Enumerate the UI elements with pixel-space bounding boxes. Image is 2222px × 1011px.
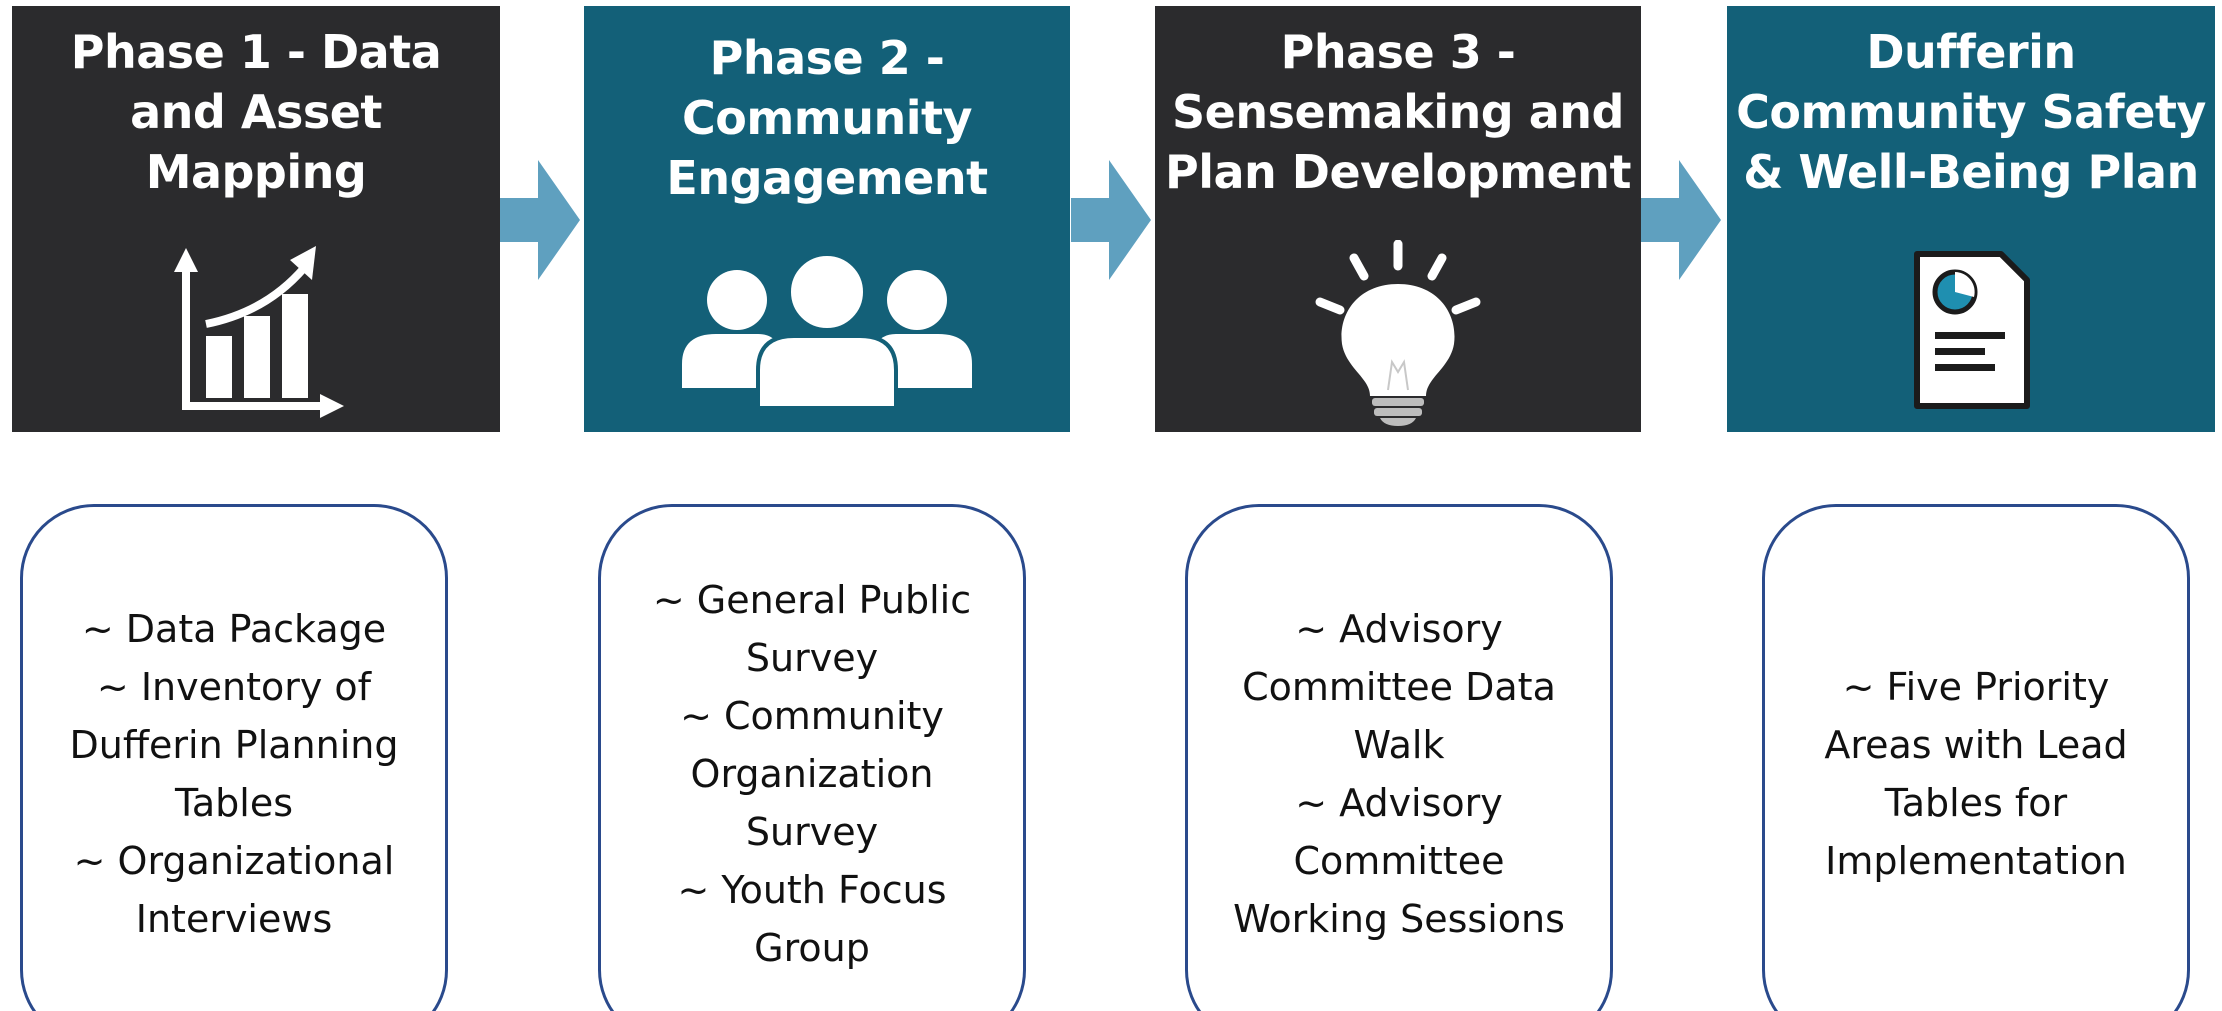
arrow-2-icon [1071,160,1151,280]
plan-panel: Dufferin Community Safety & Well-Being P… [1727,6,2215,432]
phase-1-panel: Phase 1 - Data and Asset Mapping [12,6,500,432]
plan-details: ~ Five Priority Areas with Lead Tables f… [1824,665,2128,883]
bar-chart-growth-icon [166,246,346,426]
phase-1-details-box: ~ Data Package ~ Inventory of Dufferin P… [20,504,448,1011]
phase-2-panel: Phase 2 - Community Engagement [584,6,1070,432]
arrow-3-icon [1641,160,1721,280]
phase-1-title: Phase 1 - Data and Asset Mapping [70,25,442,199]
phase-3-details: ~ Advisory Committee Data Walk ~ Advisor… [1233,607,1565,941]
phase-2-details-box: ~ General Public Survey ~ Community Orga… [598,504,1026,1011]
phase-3-details-box: ~ Advisory Committee Data Walk ~ Advisor… [1185,504,1613,1011]
phase-3-panel: Phase 3 - Sensemaking and Plan Developme… [1155,6,1641,432]
plan-details-box: ~ Five Priority Areas with Lead Tables f… [1762,504,2190,1011]
phase-2-details: ~ General Public Survey ~ Community Orga… [652,578,972,970]
arrow-1-icon [500,160,580,280]
document-report-icon [1911,250,2031,410]
lightbulb-icon [1308,239,1488,426]
phase-2-title: Phase 2 - Community Engagement [666,31,988,205]
phase-1-details: ~ Data Package ~ Inventory of Dufferin P… [69,607,399,941]
plan-title: Dufferin Community Safety & Well-Being P… [1736,25,2206,199]
people-group-icon [682,252,972,412]
phase-3-title: Phase 3 - Sensemaking and Plan Developme… [1164,25,1632,199]
